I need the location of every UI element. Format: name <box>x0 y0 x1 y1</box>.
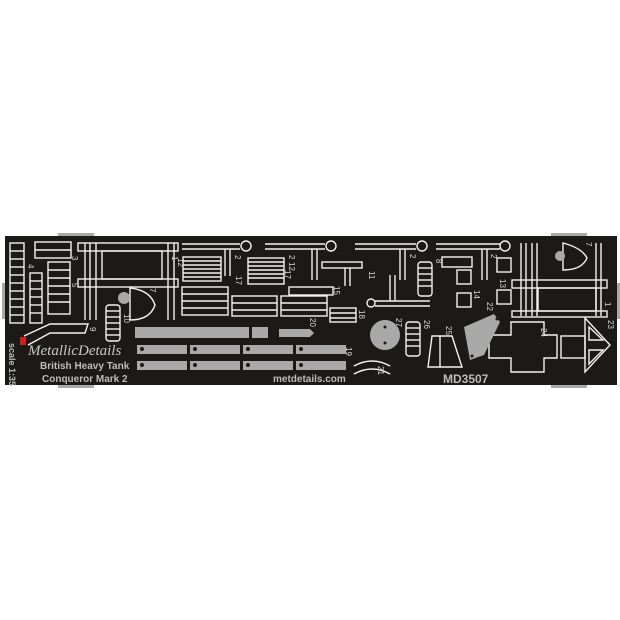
part-2-t-piece-4 <box>436 240 511 280</box>
svg-text:2: 2 <box>408 254 417 259</box>
svg-text:24: 24 <box>539 328 548 337</box>
part-2-t-piece-2 <box>265 240 337 280</box>
svg-text:27: 27 <box>394 318 403 327</box>
svg-text:17: 17 <box>234 276 243 285</box>
svg-text:2: 2 <box>489 254 498 259</box>
fret-tab-bottom-left <box>58 385 94 388</box>
part-18-lever <box>329 275 430 323</box>
svg-text:10: 10 <box>122 314 131 323</box>
fret-tab-bottom-right <box>551 385 587 388</box>
svg-text:26: 26 <box>422 320 431 329</box>
fret-tab-top-left <box>58 233 94 236</box>
part-21-curved-bracket <box>353 360 391 375</box>
part-25-trapezoid <box>427 335 463 368</box>
brand-logo: MetallicDetails <box>27 343 121 359</box>
part-17-grill-1 <box>182 256 222 282</box>
scale-label: scale 1:35 <box>7 343 17 386</box>
svg-text:3: 3 <box>70 256 79 261</box>
fret-tab-right <box>617 283 620 319</box>
svg-text:23: 23 <box>606 320 615 329</box>
part-7-right-dome-fill <box>555 251 565 261</box>
part-22-bracket <box>464 314 500 360</box>
part-11-t-bar <box>321 261 363 286</box>
part-20-pointed-strap <box>279 329 314 337</box>
svg-text:8: 8 <box>434 259 443 264</box>
part-5-grill <box>47 261 71 315</box>
part-8-bar <box>441 256 473 268</box>
part-number-labels: 3 4 5 9 1 12 7 10 2 17 2 12 17 11 15 18 … <box>26 242 615 375</box>
part-1-frame-right <box>511 243 608 318</box>
part-4-link-strip <box>9 242 43 324</box>
part-15-grill-row <box>181 286 334 317</box>
svg-text:20: 20 <box>308 318 317 327</box>
part-9-red-tip <box>20 337 26 345</box>
fret-tab-left <box>2 283 5 319</box>
svg-text:12: 12 <box>287 262 296 271</box>
part-8-spring <box>417 261 433 297</box>
svg-text:17: 17 <box>283 270 292 279</box>
part-10-spring <box>105 304 121 342</box>
product-title-line1: British Heavy Tank <box>40 361 130 372</box>
part-17-grill-2 <box>247 257 285 285</box>
part-2-t-piece-1 <box>182 240 252 276</box>
website-label: metdetails.com <box>273 374 346 385</box>
part-20-long-strap <box>135 327 249 338</box>
svg-text:5: 5 <box>70 283 79 288</box>
product-code: MD3507 <box>443 372 489 386</box>
part-20-buckle <box>252 327 268 338</box>
svg-text:21: 21 <box>376 366 385 375</box>
part-27-disc <box>370 320 400 350</box>
svg-text:7: 7 <box>148 288 157 293</box>
part-23-arrow-plate <box>560 316 611 374</box>
svg-text:25: 25 <box>444 326 453 335</box>
svg-text:2: 2 <box>233 255 242 260</box>
part-7-dome-left <box>129 287 156 321</box>
svg-text:4: 4 <box>26 264 35 269</box>
part-9-angled-strip <box>23 323 89 346</box>
fret-tab-top-right <box>551 233 587 236</box>
product-title-line2: Conqueror Mark 2 <box>42 374 128 385</box>
svg-text:11: 11 <box>367 271 376 280</box>
svg-text:13: 13 <box>498 279 507 288</box>
part-7-dome-right <box>562 242 588 271</box>
part-1-frame-left <box>77 242 179 320</box>
part-13-boxes <box>496 257 512 305</box>
svg-text:2: 2 <box>287 255 296 260</box>
svg-text:1: 1 <box>603 302 612 307</box>
part-7-left-dome-fill <box>118 292 130 304</box>
part-3-bracket <box>34 241 72 259</box>
part-26-spring <box>405 321 421 357</box>
part-19-straps <box>137 345 346 370</box>
svg-text:7: 7 <box>584 242 593 247</box>
svg-text:12: 12 <box>176 258 185 267</box>
svg-text:9: 9 <box>88 327 97 332</box>
part-2-t-piece-3 <box>355 240 428 280</box>
svg-text:18: 18 <box>357 310 366 319</box>
svg-text:19: 19 <box>344 347 353 356</box>
svg-text:14: 14 <box>472 290 481 299</box>
part-14-boxes <box>456 269 472 308</box>
svg-text:1: 1 <box>170 256 179 261</box>
svg-text:15: 15 <box>332 286 341 295</box>
svg-text:22: 22 <box>485 302 494 311</box>
